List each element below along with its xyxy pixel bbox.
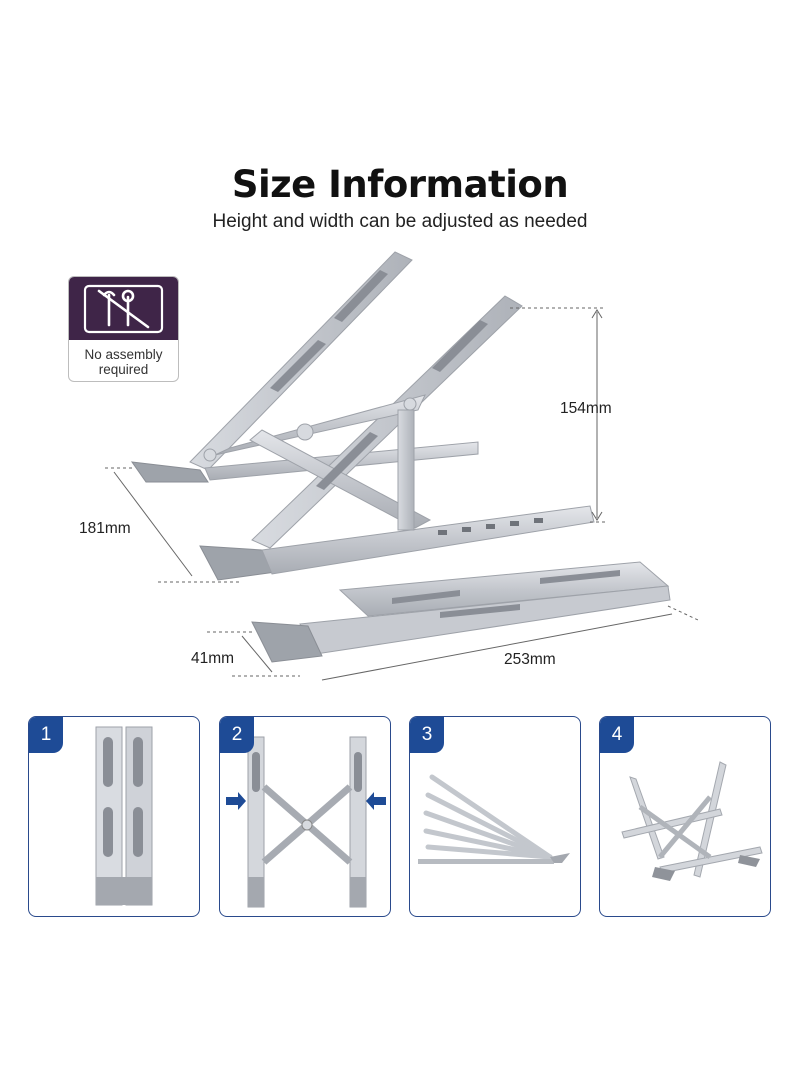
length-dimension-label: 253mm [504,651,556,668]
step-3-number: 3 [410,717,444,753]
back-support-arm [130,251,479,483]
laptop-stand-illustration [105,251,699,681]
step-1-panel: 1 [28,716,200,917]
step-2-illustration [226,736,386,908]
depth-dimension-label: 181mm [79,520,131,537]
step-3-illustration [418,774,570,864]
step-4-panel: 4 [599,716,771,917]
folded-stand [251,561,671,663]
badge-caption-line2: required [98,362,149,377]
cross-braces [203,394,432,531]
step-4-number: 4 [600,717,634,753]
step-2-panel: 2 [219,716,391,917]
height-dimension-label: 154mm [560,400,612,417]
step-4-illustration [621,761,763,881]
step-1-number: 1 [29,717,63,753]
page-subtitle: Height and width can be adjusted as need… [212,211,588,232]
step-1-illustration [95,726,153,906]
thickness-dimension-label: 41mm [191,650,235,667]
badge-caption: No assembly required [69,347,178,377]
badge-caption-line1: No assembly [84,347,163,362]
badge-header [69,277,178,340]
no-tools-icon [83,284,164,334]
rubber-grips [270,270,488,490]
no-assembly-badge: No assembly required [68,276,179,382]
dimension-lines [105,307,699,681]
page-title: Size Information [231,163,569,206]
step-2-number: 2 [220,717,254,753]
step-3-panel: 3 [409,716,581,917]
